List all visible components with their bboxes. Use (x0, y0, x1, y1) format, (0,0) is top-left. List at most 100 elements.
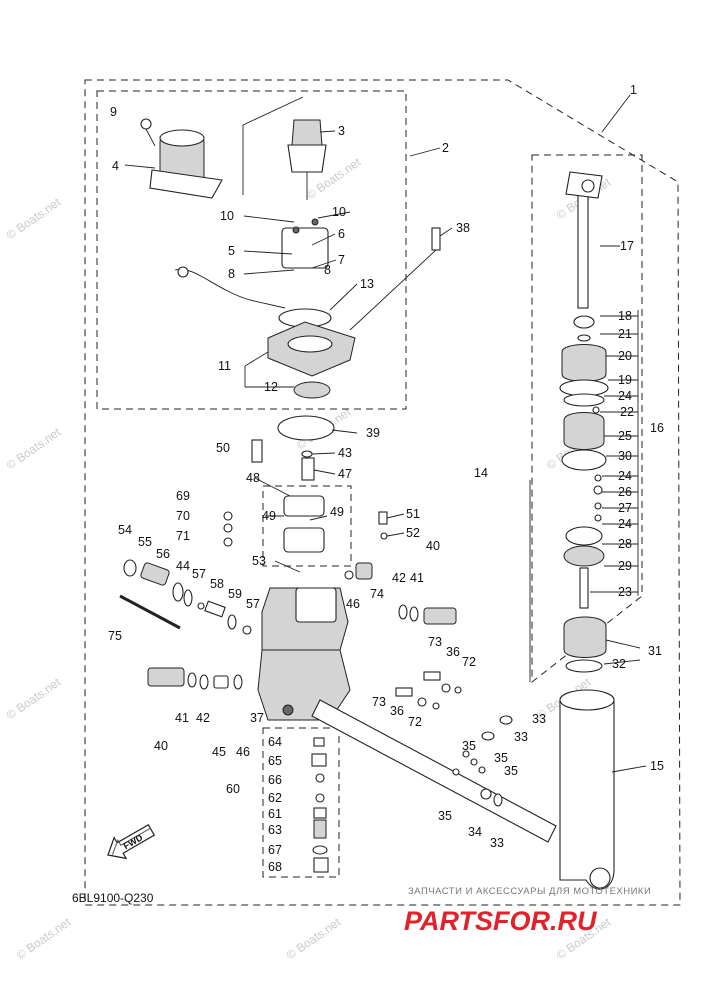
callout-7: 7 (338, 253, 345, 267)
armature-top (291, 119, 323, 146)
callout-10a: 10 (220, 209, 234, 223)
callout-53: 53 (252, 554, 266, 568)
seat-36-lower (417, 697, 427, 707)
callout-28: 28 (618, 537, 632, 551)
callout-38: 38 (456, 221, 470, 235)
callout-12: 12 (264, 380, 278, 394)
washer-28 (565, 526, 603, 546)
banner-tagline: ЗАПЧАСТИ И АКСЕССУАРЫ ДЛЯ МОТОТЕХНИКИ (408, 886, 651, 897)
callout-50: 50 (216, 441, 230, 455)
motor-flange (149, 169, 223, 199)
part-62 (315, 793, 325, 803)
o-ring-57b (242, 625, 252, 635)
o-ring-54 (123, 559, 137, 577)
armature-commutator (287, 144, 327, 173)
spring-69 (223, 511, 233, 521)
callout-62: 62 (268, 791, 282, 805)
pipe-assembly (311, 699, 557, 843)
callout-63: 63 (268, 823, 282, 837)
callout-75: 75 (108, 629, 122, 643)
watermark-text: © Boats.net (14, 915, 74, 963)
callout-6: 6 (338, 227, 345, 241)
cylinder-bore (559, 689, 615, 711)
valve-40-lower (147, 667, 185, 687)
screw-10a (292, 226, 300, 234)
callout-8a: 8 (228, 267, 235, 281)
callout-45: 45 (212, 745, 226, 759)
part-64 (313, 737, 325, 747)
callout-17: 17 (620, 239, 634, 253)
callout-70: 70 (176, 509, 190, 523)
plug-74 (355, 562, 373, 580)
o-ring-24b (594, 474, 602, 482)
banner-logo[interactable]: PARTSFOR.RU (404, 906, 598, 936)
assembly-1-outline (84, 79, 681, 906)
callout-11: 11 (218, 359, 231, 373)
o-ring-33a (499, 715, 513, 725)
o-ring-35b (470, 758, 478, 766)
callout-64: 64 (268, 735, 282, 749)
o-ring-21 (577, 334, 591, 342)
o-ring-24c (594, 514, 602, 522)
callout-31: 31 (648, 644, 662, 658)
callout-52: 52 (406, 526, 420, 540)
callout-36a: 36 (446, 645, 460, 659)
callout-57b: 57 (246, 597, 260, 611)
motor-cap (159, 129, 205, 147)
backup-24a (563, 393, 605, 407)
callout-51: 51 (406, 507, 420, 521)
callout-46a: 46 (346, 597, 360, 611)
cylinder-15 (559, 690, 615, 890)
end-cap-bore (287, 335, 333, 353)
callout-48: 48 (246, 471, 260, 485)
watermark-text: © Boats.net (284, 915, 344, 963)
ball-52 (380, 532, 388, 540)
sleeve-47 (301, 457, 315, 481)
seat-59 (227, 614, 237, 630)
callout-35b: 35 (494, 751, 508, 765)
spring-73-upper (423, 671, 441, 681)
callout-33a: 33 (532, 712, 546, 726)
plug-37 (282, 704, 294, 716)
brush-holder-assembly (174, 218, 441, 441)
callout-58: 58 (210, 577, 224, 591)
callout-69: 69 (176, 489, 190, 503)
diagram-code: 6BL9100-Q230 (72, 891, 154, 905)
backup-42-upper (409, 606, 419, 622)
callout-73b: 73 (372, 695, 386, 709)
o-ring-46-upper (344, 570, 354, 580)
site-banner[interactable]: ЗАПЧАСТИ И АКСЕССУАРЫ ДЛЯ МОТОТЕХНИКИ PA… (404, 886, 651, 936)
watermark-text: © Boats.net (4, 195, 64, 243)
callout-5: 5 (228, 244, 235, 258)
callout-35a: 35 (462, 739, 476, 753)
callout-57a: 57 (192, 567, 206, 581)
callout-66: 66 (268, 773, 282, 787)
ball-26 (593, 485, 603, 495)
callout-8b: 8 (324, 263, 331, 277)
callout-54: 54 (118, 523, 132, 537)
ball-72-upper (454, 686, 462, 694)
part-68 (313, 857, 329, 873)
callout-46b: 46 (236, 745, 250, 759)
callout-33b: 33 (514, 730, 528, 744)
wire-terminal (177, 266, 189, 278)
callout-49b: 49 (330, 505, 344, 519)
manual-valve-stack (311, 737, 329, 873)
callout-3: 3 (338, 124, 345, 138)
valve-40-upper (423, 607, 457, 625)
brush-holder (281, 227, 329, 269)
callout-67: 67 (268, 843, 282, 857)
callout-74: 74 (370, 587, 384, 601)
callout-71: 71 (176, 529, 190, 543)
callout-labels: 1 2 3 4 5 6 7 8 8 9 10 10 11 12 13 14 15… (108, 83, 664, 874)
seat-36-upper (441, 683, 451, 693)
leader-lines (124, 94, 647, 773)
part-66 (315, 773, 325, 783)
callout-41b: 41 (175, 711, 189, 725)
watermark-layer: © Boats.net © Boats.net © Boats.net © Bo… (4, 155, 614, 963)
spring-27 (594, 502, 602, 510)
backup-42-lower (199, 674, 209, 690)
o-ring-33c (493, 793, 503, 807)
part-63 (313, 819, 327, 839)
